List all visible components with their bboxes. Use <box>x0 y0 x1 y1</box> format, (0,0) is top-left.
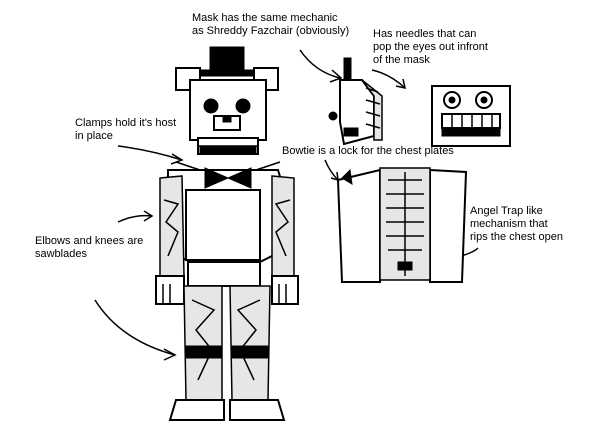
note-needles: Has needles that can pop the eyes out in… <box>373 28 488 67</box>
head <box>189 79 267 141</box>
note-elbows: Elbows and knees are sawblades <box>35 235 143 261</box>
right-leg <box>229 285 271 401</box>
note-mask: Mask has the same mechanic as Shreddy Fa… <box>192 12 349 38</box>
arrow-clamps <box>117 145 184 165</box>
mask-side-view <box>328 57 383 146</box>
left-eye <box>203 98 219 114</box>
snout <box>213 115 241 131</box>
note-needles-line-2: pop the eyes out infront <box>373 41 488 53</box>
note-bowtie: Bowtie is a lock for the chest plates <box>282 145 454 158</box>
note-clamps-line-2: in place <box>75 130 113 142</box>
note-needles-line-1: Has needles that can <box>373 28 477 40</box>
chest-right-door <box>429 168 468 283</box>
chest-latch <box>397 261 413 271</box>
mask-side-jaw <box>343 127 359 137</box>
chest-plate <box>185 189 261 261</box>
note-angel-line-2: mechanism that <box>470 218 548 230</box>
note-clamps-line-1: Clamps hold it's host <box>75 117 177 129</box>
note-needles-line-3: of the mask <box>373 54 430 66</box>
note-mask-line-1: Mask has the same mechanic <box>192 12 338 24</box>
arrow-knees <box>94 299 177 361</box>
note-clamps: Clamps hold it's host in place <box>75 117 176 143</box>
bowtie-lock-icon <box>341 168 353 185</box>
note-mask-line-2: as Shreddy Fazchair (obviously) <box>192 25 350 37</box>
pelvis <box>187 261 261 287</box>
note-elbows-line-1: Elbows and knees are <box>35 235 144 247</box>
left-leg <box>183 285 223 401</box>
teeth <box>199 145 257 154</box>
right-knee-sawblade-icon <box>231 345 269 359</box>
left-knee-sawblade-icon <box>185 345 223 359</box>
note-elbows-line-2: sawblades <box>35 248 87 260</box>
right-foot <box>229 399 286 421</box>
arrow-mask <box>299 49 343 83</box>
hat-brim <box>197 69 257 77</box>
chest-left-door <box>336 168 381 283</box>
left-foot <box>168 399 225 421</box>
bowtie-icon <box>204 167 230 189</box>
right-hand <box>271 275 299 305</box>
arrow-bowtie <box>324 159 339 182</box>
top-hat-icon <box>209 46 245 72</box>
left-arm <box>159 175 185 281</box>
arrow-elbows <box>117 210 154 223</box>
note-angel-line-3: rips the chest open <box>470 231 563 243</box>
chest-open-view <box>336 167 468 283</box>
note-bowtie-line-1: Bowtie is a lock for the chest plates <box>282 145 454 157</box>
note-angel-line-1: Angel Trap like <box>470 205 543 217</box>
arrow-needles <box>371 69 406 89</box>
right-arm <box>271 175 295 281</box>
note-angel: Angel Trap like mechanism that rips the … <box>470 205 563 244</box>
animatronic-figure <box>155 46 299 421</box>
mask-side-hat <box>343 57 352 81</box>
nose <box>222 116 232 123</box>
mask-front-view <box>431 85 511 147</box>
mask-front-teeth <box>441 127 501 137</box>
right-eye <box>235 98 251 114</box>
mask-side-nose <box>328 111 338 121</box>
mask-side-needles <box>361 79 383 141</box>
